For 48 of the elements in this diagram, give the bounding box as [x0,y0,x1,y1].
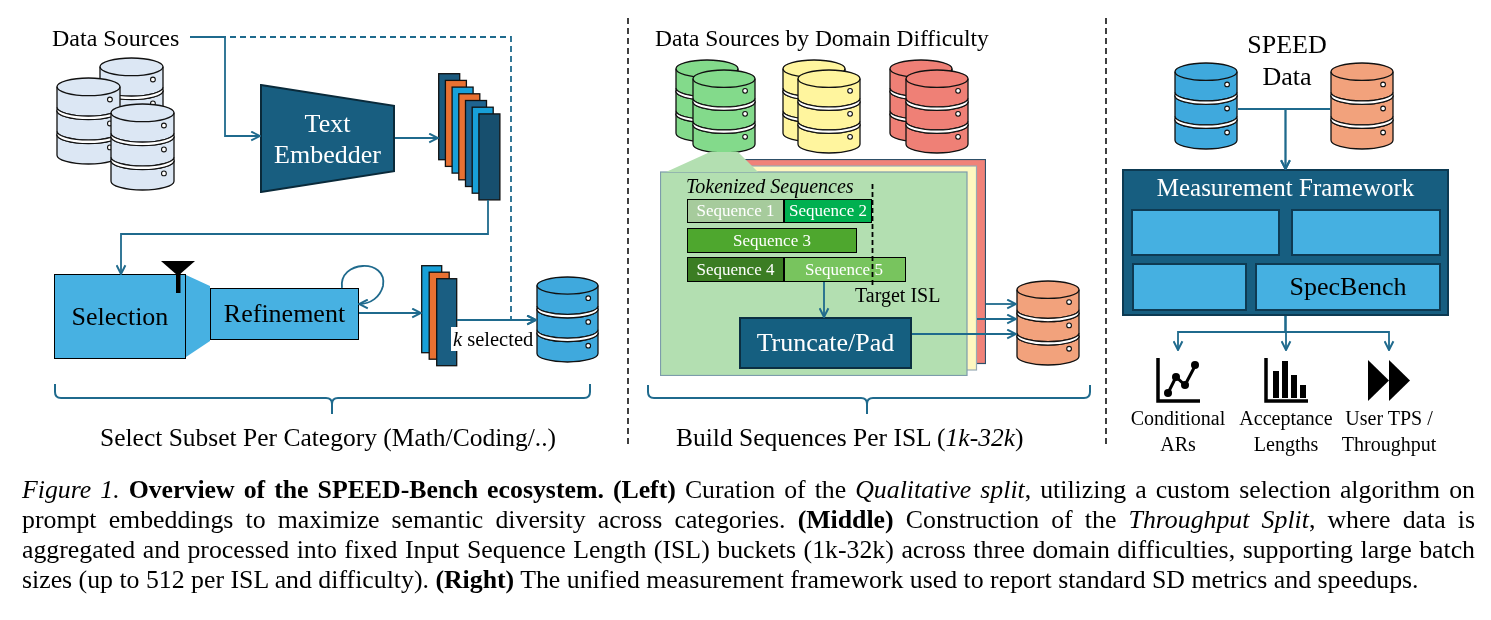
module-box [1291,209,1441,256]
sequence-bar: Sequence 4 [687,257,784,282]
sequence-bar: Sequence 5 [784,257,906,282]
layer-stack-icon [438,73,500,200]
database-icon [675,58,756,154]
sheet-stack [660,159,986,376]
arrow [394,132,439,144]
database-icon [536,276,599,363]
arrow [1284,315,1395,351]
module-box [1132,263,1247,311]
process-box: Truncate/Pad [739,317,912,369]
framework-panel [1122,169,1449,316]
database-icon [55,57,177,192]
arrow [985,298,1017,310]
database-icon [1330,62,1394,150]
module-box: SpecBench [1255,263,1441,311]
arrow [358,307,422,319]
data-heading: SPEED Data [1246,29,1328,93]
arrow [1280,108,1331,170]
module-box [1131,209,1280,256]
section-heading: Data Sources by Domain Difficulty [655,24,989,52]
sequence-bar: Sequence 3 [687,228,857,253]
loop-arrow [341,265,385,309]
metric-label: Conditional ARs [1129,406,1227,457]
brace-caption: Build Sequences Per ISL (1k-32k) [676,423,1024,453]
brace-caption: Select Subset Per Category (Math/Coding/..) [100,423,557,453]
wedge-connector [666,152,758,172]
block-label: Text Embedder [273,107,382,170]
arrow [456,314,537,326]
database-icon [889,58,970,154]
box-label: Selection [71,301,169,332]
arrow [911,328,1017,340]
arrow [976,313,1017,325]
threshold-label: Target ISL [855,284,941,306]
panel-heading: Measurement Framework [1155,173,1416,203]
figure-caption: Figure 1. Overview of the SPEED-Bench ecosystem. (Left) Curation of the Qualitative split, utilizing a custom selection algorithm on prompt embeddings to maximize semantic diversity across categories. (Middle) Construction of the Throughput Split, where data is aggregated and processed into fixed Input Sequence Length (ISL) buckets (1k-32k) across three domain difficulties, supporting large batch sizes (up to 512 per ISL and difficulty). (Right) The unified measurement framework used to report standard SD metrics and speedups. [22,475,1475,595]
database-icon [1174,62,1238,150]
database-icon [782,58,863,154]
panel-heading: Tokenized Sequences [686,174,854,198]
metric-label: Acceptance Lengths [1238,406,1334,457]
arrow [818,281,830,318]
arrow [115,199,489,275]
sequence-bar: Sequence 1 [687,199,784,223]
database-icon [1016,280,1080,366]
wedge-connector [186,275,210,357]
metric-label: User TPS / Throughput [1340,406,1438,457]
source-label: Data Sources [52,24,190,52]
sequence-bar: Sequence 2 [784,199,872,223]
